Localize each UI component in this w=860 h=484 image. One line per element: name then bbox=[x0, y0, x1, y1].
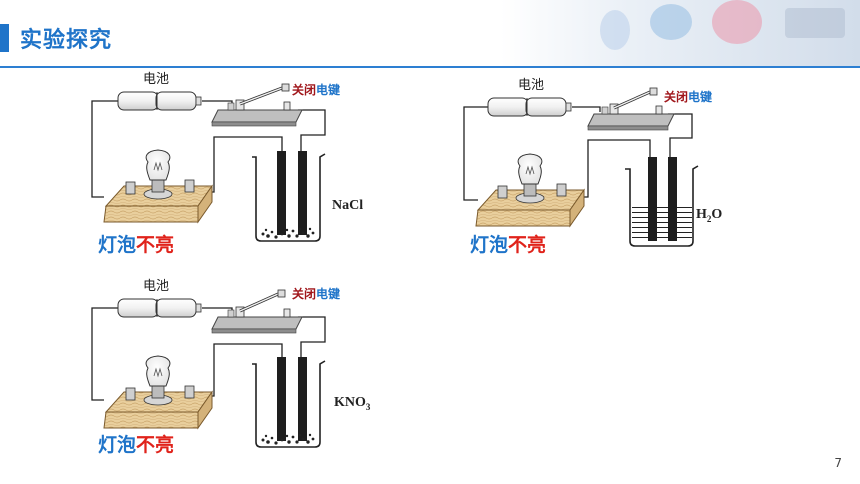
switch-icon bbox=[211, 83, 303, 127]
header-decoration bbox=[500, 0, 860, 66]
switch-label: 关闭电键 bbox=[664, 89, 712, 104]
switch-icon bbox=[211, 289, 303, 334]
circuit-panel-nacl: 电池 关闭电键 bbox=[91, 72, 363, 256]
battery-label: 电池 bbox=[518, 78, 544, 93]
flask-icon bbox=[712, 0, 762, 44]
flask-icon bbox=[600, 10, 630, 50]
light-bulb-icon bbox=[145, 149, 171, 181]
switch-label: 关闭电键 bbox=[292, 82, 340, 97]
page-number: 7 bbox=[834, 456, 842, 470]
battery-label: 电池 bbox=[143, 279, 169, 294]
switch-label: 关闭电键 bbox=[292, 286, 340, 301]
switch-icon bbox=[587, 87, 675, 131]
solution-label: NaCl bbox=[332, 198, 363, 213]
battery-icon bbox=[117, 91, 202, 111]
battery-icon bbox=[117, 298, 202, 318]
result-text: 灯泡不亮 bbox=[470, 233, 546, 256]
salt-crystals bbox=[261, 433, 315, 445]
salt-crystals bbox=[261, 227, 315, 239]
bulb-board bbox=[475, 153, 585, 228]
beaker-icon bbox=[252, 357, 326, 448]
page-title: 实验探究 bbox=[20, 28, 113, 53]
bulb-board bbox=[103, 149, 213, 224]
result-text: 灯泡不亮 bbox=[98, 233, 174, 256]
battery-label: 电池 bbox=[143, 72, 169, 87]
water-fill bbox=[632, 206, 692, 242]
battery-icon bbox=[487, 97, 572, 117]
bulb-board bbox=[103, 355, 213, 430]
light-bulb-icon bbox=[517, 153, 543, 185]
header-accent-bar bbox=[0, 24, 9, 52]
flask-icon bbox=[650, 4, 692, 40]
circuit-panel-h2o: 电池 关闭电键 bbox=[463, 78, 722, 256]
solution-label: H2O bbox=[696, 207, 722, 224]
circuit-panel-kno3: 电池 关闭电键 bbox=[91, 279, 371, 456]
light-bulb-icon bbox=[145, 355, 171, 387]
solution-label: KNO3 bbox=[334, 395, 371, 412]
flask-icon bbox=[785, 8, 845, 38]
beaker-icon bbox=[252, 151, 326, 242]
header-divider bbox=[0, 66, 860, 68]
beaker-icon bbox=[625, 157, 699, 247]
result-text: 灯泡不亮 bbox=[98, 433, 174, 456]
